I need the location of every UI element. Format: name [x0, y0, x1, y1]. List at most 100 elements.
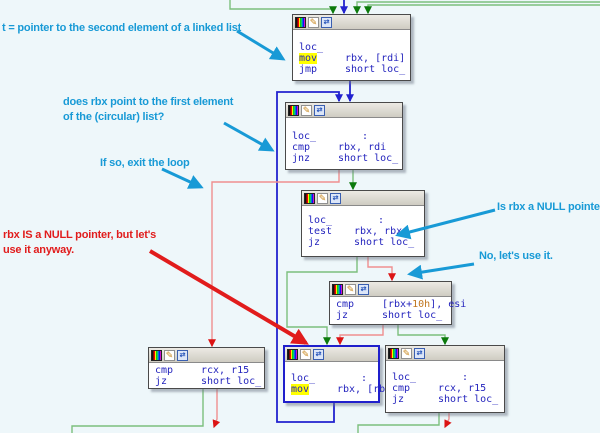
- node-color-icon[interactable]: [332, 283, 343, 295]
- node-frame-icon[interactable]: ⇄: [321, 16, 332, 28]
- operand-text: short loc_: [354, 237, 415, 248]
- node-color-icon[interactable]: [287, 348, 298, 360]
- label-colon: :: [462, 372, 469, 383]
- block-titlebar[interactable]: ✎⇄: [149, 348, 264, 363]
- edge-loopback-b6-b2: [276, 91, 343, 423]
- node-frame-icon[interactable]: ⇄: [330, 192, 341, 204]
- edge-b3-b4-red: [367, 257, 396, 282]
- block-titlebar[interactable]: ✎⇄: [330, 282, 451, 297]
- mnemonic-column: cmp: [336, 299, 382, 310]
- edge-b5-exit-red: [212, 389, 221, 429]
- annotation-is-null: Is rbx a NULL pointe: [497, 200, 600, 215]
- operands: short loc_: [345, 64, 405, 75]
- instruction-line[interactable]: jz short loc_: [155, 376, 261, 387]
- node-edit-icon[interactable]: ✎: [308, 16, 319, 28]
- mnemonic-column: jz: [336, 310, 382, 321]
- mnemonic: jz: [155, 376, 168, 387]
- instruction-line[interactable]: test rbx, rbx: [308, 226, 420, 237]
- mnemonic-column: mov: [291, 384, 337, 395]
- mnemonic: jmp: [299, 64, 318, 75]
- node-edit-icon[interactable]: ✎: [164, 349, 175, 361]
- edge-b3-b6-green: [286, 257, 358, 346]
- node-frame-icon[interactable]: ⇄: [313, 348, 324, 360]
- node-edit-icon[interactable]: ✎: [345, 283, 356, 295]
- node-color-icon[interactable]: [288, 104, 299, 116]
- label-text: loc_: [299, 42, 324, 53]
- mnemonic: jz: [308, 237, 321, 248]
- edge-entry-green-3: [364, 4, 600, 15]
- instruction-line[interactable]: jmp short loc_: [299, 64, 406, 75]
- block-titlebar[interactable]: ✎⇄: [302, 191, 424, 206]
- node-frame-icon[interactable]: ⇄: [314, 104, 325, 116]
- arrow-is-null: [395, 208, 496, 240]
- edge-entry-green-2: [353, 1, 600, 15]
- block-label: loc_:: [292, 131, 398, 142]
- instruction-line[interactable]: cmp rcx, r15: [155, 365, 260, 376]
- node-edit-icon[interactable]: ✎: [300, 348, 311, 360]
- annotation-line: If so, exit the loop: [100, 157, 190, 169]
- block-label: loc_:: [392, 372, 500, 383]
- block-titlebar[interactable]: ✎⇄: [386, 346, 504, 361]
- block-titlebar[interactable]: ✎⇄: [286, 103, 402, 118]
- arrow-no-use-it: [407, 262, 475, 280]
- block-titlebar[interactable]: ✎⇄: [293, 15, 410, 30]
- node-edit-icon[interactable]: ✎: [401, 347, 412, 359]
- mnemonic: test: [308, 226, 333, 237]
- mnemonic-column: jmp: [299, 64, 345, 75]
- operands: rbx, rdi: [338, 142, 386, 153]
- mnemonic: jnz: [292, 153, 311, 164]
- node-color-icon[interactable]: [388, 347, 399, 359]
- block-label: loc_:: [291, 373, 374, 384]
- block-titlebar[interactable]: ✎⇄: [285, 347, 378, 362]
- node-color-icon[interactable]: [295, 16, 306, 28]
- annotation-line: use it anyway.: [3, 244, 74, 256]
- mnemonic: cmp: [392, 383, 411, 394]
- operand-text: rcx, r15: [201, 365, 250, 376]
- node-frame-icon[interactable]: ⇄: [177, 349, 188, 361]
- node-color-icon[interactable]: [304, 192, 315, 204]
- label-text: loc_: [292, 131, 317, 142]
- mnemonic: cmp: [155, 365, 174, 376]
- node-edit-icon[interactable]: ✎: [317, 192, 328, 204]
- operands: short loc_: [201, 376, 261, 387]
- operands: rbx, rbx: [354, 226, 402, 237]
- operand-text: rbx, rbx: [354, 226, 403, 237]
- annotation-linked-list: t = pointer to the second element of a l…: [2, 21, 241, 36]
- instruction-line[interactable]: jz short loc_: [308, 237, 420, 248]
- operand-text: rbx, [rbx]: [337, 384, 398, 395]
- operand-text: short loc_: [438, 394, 499, 405]
- node-frame-icon[interactable]: ⇄: [414, 347, 425, 359]
- operand-text: [rbx+: [382, 299, 413, 310]
- instruction-line[interactable]: cmp[rbx+10h], esi: [336, 299, 466, 310]
- annotation-line: rbx IS a NULL pointer, but let's: [3, 229, 157, 241]
- node-frame-icon[interactable]: ⇄: [358, 283, 369, 295]
- node-edit-icon[interactable]: ✎: [301, 104, 312, 116]
- edge-b5-exit-green: [71, 389, 204, 433]
- operands: short loc_: [354, 237, 414, 248]
- edge-entry-green-1: [229, 0, 337, 15]
- label-text: loc_: [291, 373, 316, 384]
- operands: rbx, [rbx]: [337, 384, 397, 395]
- node-color-icon[interactable]: [151, 349, 162, 361]
